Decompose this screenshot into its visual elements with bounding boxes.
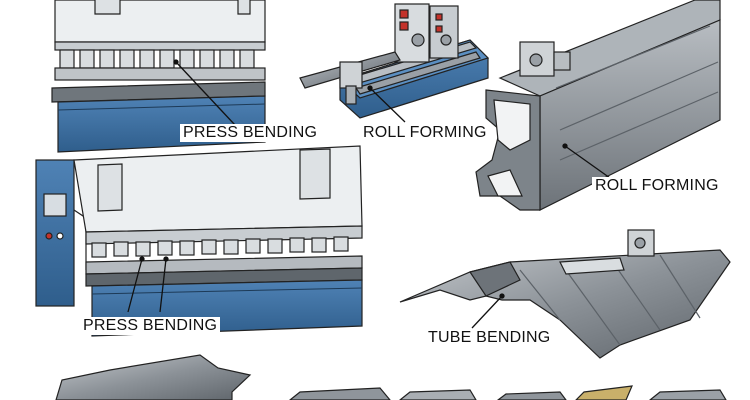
profile-samples-strip	[55, 354, 727, 400]
corrugated-sheet-illustration	[399, 229, 731, 359]
label-roll-forming-top: ROLL FORMING	[360, 124, 490, 142]
leader-press-bending-top	[175, 61, 236, 126]
roll-formed-rail-illustration	[475, 0, 721, 211]
leader-tube-bending	[471, 295, 503, 329]
leader-press-bending-bottom-1	[127, 258, 143, 313]
label-roll-forming-right: ROLL FORMING	[592, 177, 722, 195]
label-tube-bending: TUBE BENDING	[425, 329, 554, 347]
callout-leader-lines	[127, 59, 611, 329]
press-brake-large-illustration	[35, 145, 363, 337]
leader-roll-forming-right	[564, 145, 611, 179]
leader-press-bending-bottom-2	[159, 258, 167, 313]
label-press-bending-bottom: PRESS BENDING	[80, 317, 221, 335]
label-press-bending-top: PRESS BENDING	[180, 124, 321, 142]
leader-roll-forming-top	[369, 87, 406, 123]
roll-forming-machine-illustration	[299, 3, 490, 119]
